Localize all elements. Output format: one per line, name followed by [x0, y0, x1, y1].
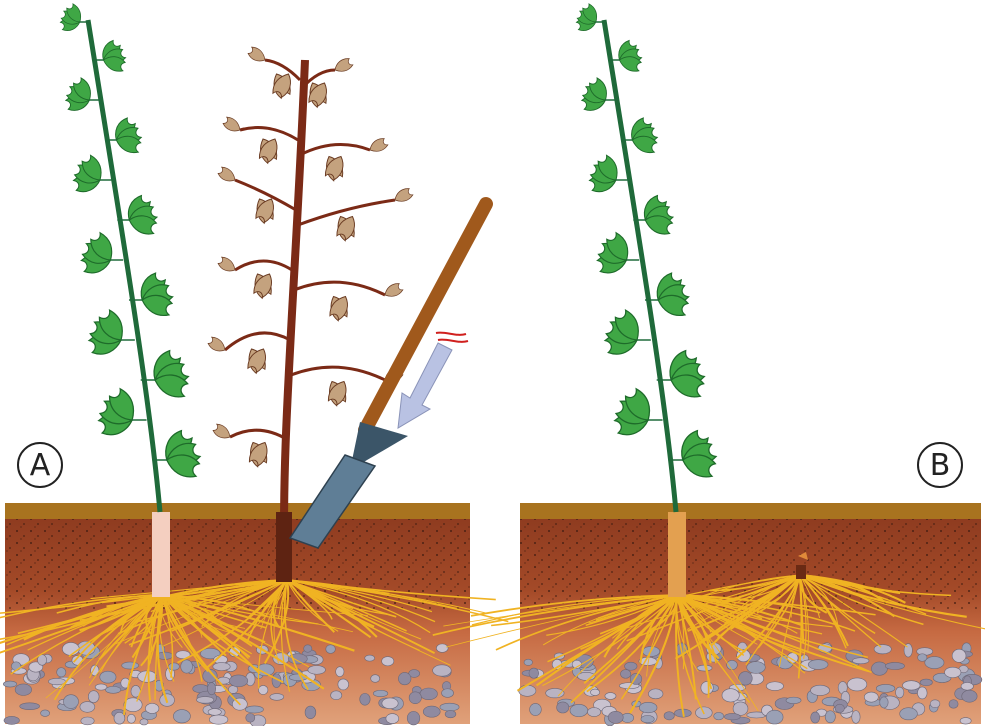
cane-base-b: [668, 512, 686, 597]
panel-label-a: A: [17, 442, 63, 488]
topsoil-surface-a: [5, 503, 470, 519]
topsoil-surface-b: [520, 503, 981, 519]
cane-base-a: [152, 512, 170, 597]
cut-stump: [796, 565, 806, 579]
panel-label-b: B: [917, 442, 963, 488]
spade-icon: [290, 204, 486, 548]
panel-b: [433, 3, 985, 726]
old-cane: [207, 46, 414, 582]
panel-a: [0, 3, 508, 726]
old-cane-base: [276, 512, 292, 582]
